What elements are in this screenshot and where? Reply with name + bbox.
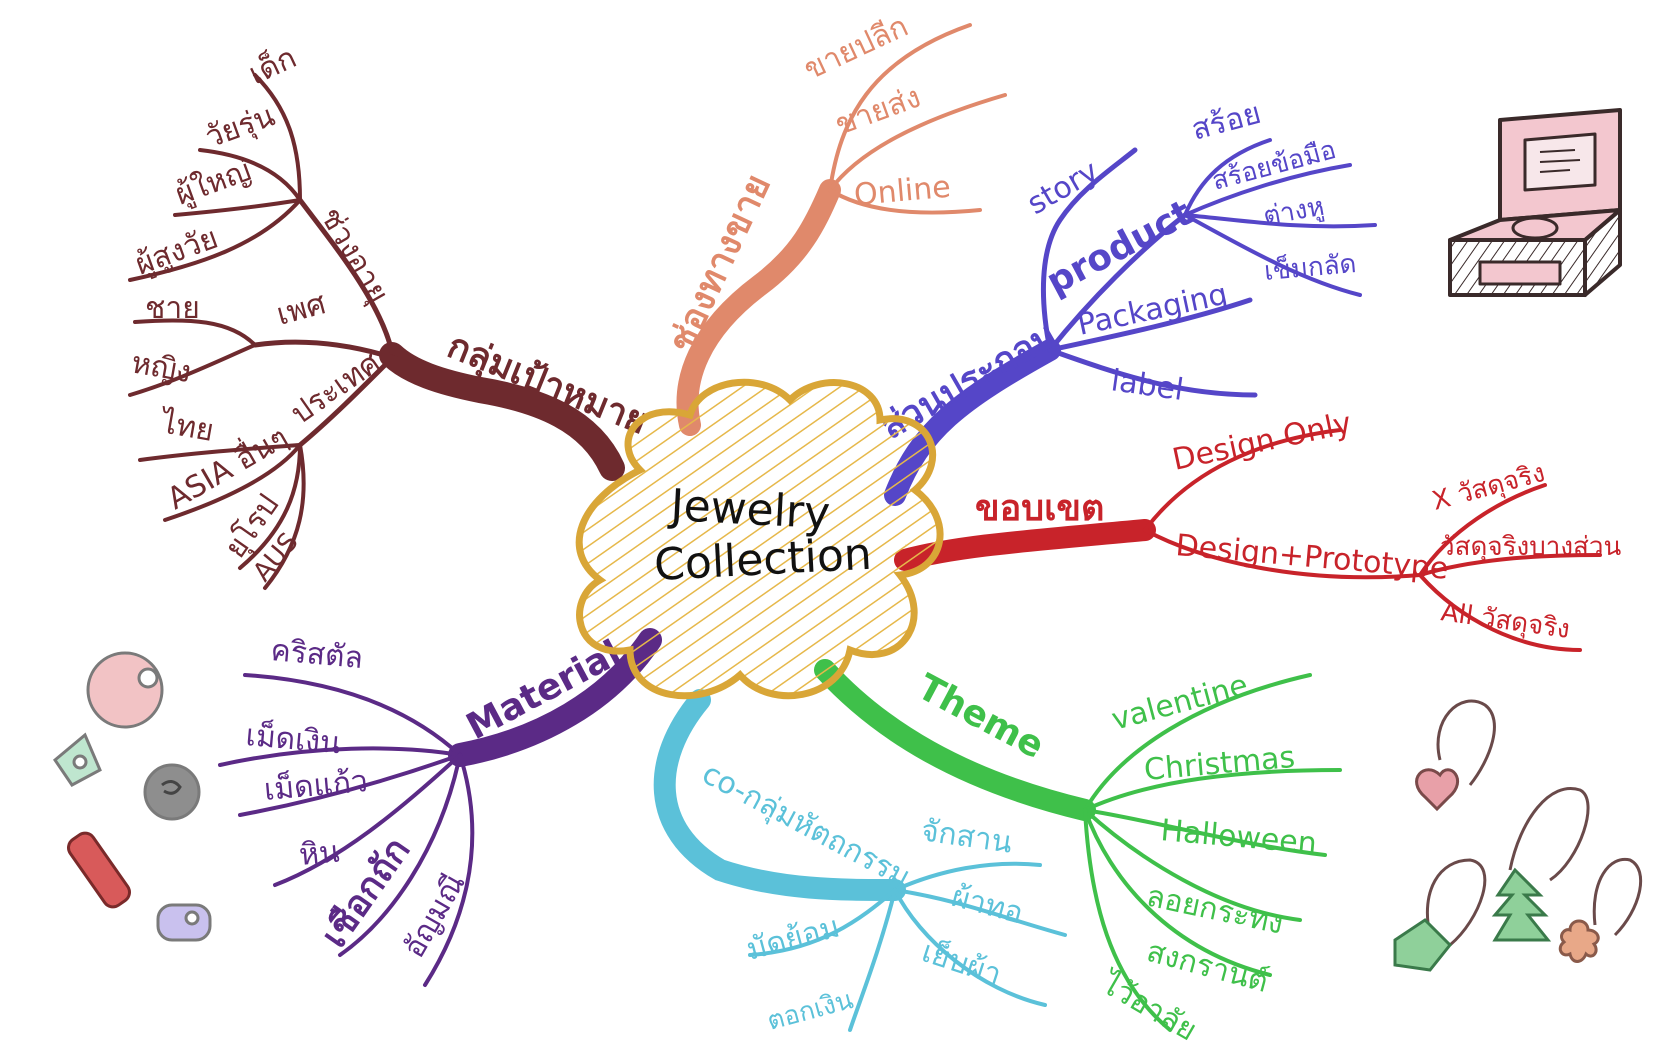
country-item-1: ไทย [157, 404, 217, 449]
branch-theme [814, 659, 1342, 1032]
theme-item-3: Halloween [1159, 813, 1318, 862]
age-item-1: เด็ก [243, 38, 302, 92]
channel-item-1: ขายปลีก [799, 9, 914, 87]
material-item-2: เม็ดเงิน [244, 716, 342, 761]
scope-item-1: X วัสดุจริง [1429, 458, 1548, 517]
gingerbread-charm [1558, 919, 1600, 963]
coop-item-5: ตอกเงิน [764, 985, 857, 1037]
branch-components [884, 138, 1377, 506]
heart-charm [1415, 768, 1460, 812]
scope-label: ขอบเขต [975, 488, 1104, 529]
theme-item-5: สงกรานต์ [1143, 934, 1272, 1000]
theme-item-2: Christmas [1143, 740, 1297, 788]
material-item-1: คริสตัล [269, 633, 364, 676]
material-item-4: หิน [298, 835, 341, 873]
components-packaging: Packaging [1074, 277, 1230, 343]
scope-item-3: All วัสดุจริง [1439, 597, 1572, 645]
coop-item-3: เย็บผ้า [918, 932, 1007, 992]
channel-item-2: ขายส่ง [831, 80, 926, 143]
age-stem [297, 197, 395, 355]
components-labels: ส่วนประกอบ story product Packaging label… [874, 96, 1358, 448]
target-main-stem-thin [252, 339, 403, 363]
center-cloud [575, 378, 944, 700]
scope-labels: ขอบเขต Design Only Design+Prototype X วั… [975, 406, 1622, 645]
theme-item-1: valentine [1108, 668, 1252, 738]
coop-item-1: จักสาน [919, 813, 1014, 860]
product-item-1: สร้อย [1188, 96, 1265, 148]
age-label: ช่วงอายุ [312, 202, 395, 310]
coop-item-2: ผ้าทอ [948, 879, 1027, 931]
jewelry-box-illustration [1448, 108, 1622, 297]
theme-main-stem [814, 659, 1096, 821]
product-item-2: สร้อยข้อมือ [1209, 135, 1339, 197]
age-item-2: วัยรุ่น [201, 98, 280, 156]
theme-labels: Theme valentine Christmas Halloween ลอยก… [911, 667, 1318, 1046]
gender-label: เพศ [273, 286, 329, 333]
tube-bead [67, 831, 131, 909]
beads-illustration [52, 651, 212, 942]
center-node: Jewelry Collection [575, 378, 944, 700]
channel-main-stem [676, 179, 841, 436]
material-item-3: เม็ดแก้ว [262, 762, 369, 808]
components-label-item: label [1109, 363, 1186, 408]
branch-target [128, 73, 625, 590]
gender-stem [133, 318, 257, 347]
scope-design-only: Design Only [1169, 406, 1354, 478]
gender-item-1: ชาย [145, 291, 200, 326]
age-item-4: ผู้สูงวัย [131, 221, 223, 283]
country-label: ประเทศ [285, 345, 387, 431]
age-item-3: ผู้ใหญ่ [171, 153, 256, 212]
center-title-line1: Jewelry [666, 480, 831, 539]
scope-item-2: วัสดุจริงบางส่วน [1440, 532, 1622, 562]
target-main-stem [379, 342, 625, 481]
theme-item-4: ลอยกระทง [1143, 879, 1286, 942]
gender-item-2: หญิง [129, 345, 194, 390]
country-stem [297, 355, 395, 448]
lilac-bead [156, 903, 212, 942]
coop-main-stem [653, 689, 906, 901]
scope-prototype: Design+Prototype [1174, 528, 1449, 587]
pink-bead [86, 651, 164, 729]
channel-labels: ช่องทางขาย ขายปลีก ขายส่ง Online [661, 9, 952, 359]
charm-pendants-illustration [1393, 699, 1643, 972]
center-title-line2: Collection [653, 529, 873, 591]
product-item-4: เข็มกลัด [1263, 247, 1358, 287]
house-charm [1393, 918, 1453, 972]
branch-channel [676, 23, 1007, 436]
channel-item-3: Online [853, 170, 952, 213]
tree-charm [1491, 867, 1552, 942]
branch-coop [653, 689, 1067, 1032]
coop-item-4: มัดย้อม [743, 909, 843, 967]
